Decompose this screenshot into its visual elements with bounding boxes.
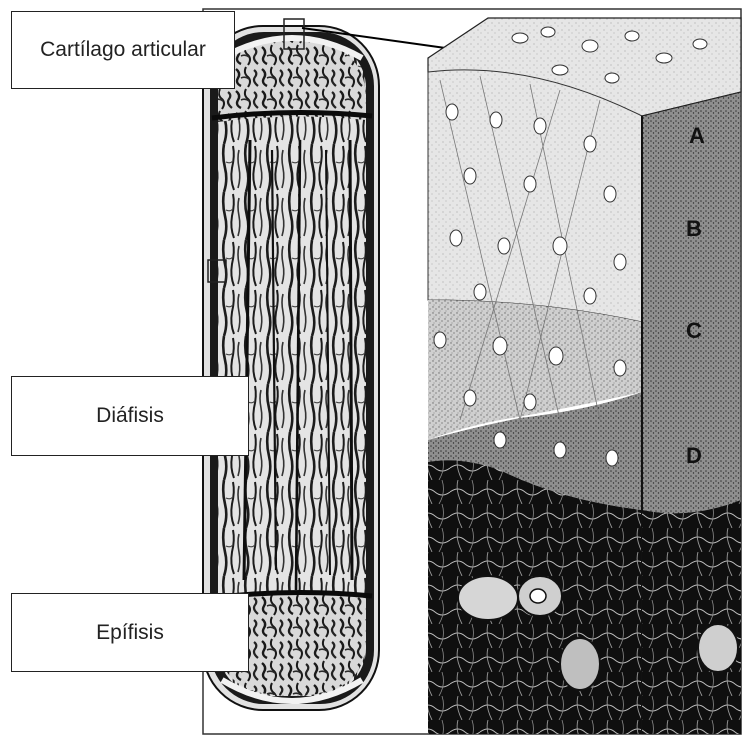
label-epifisis: Epífisis xyxy=(11,593,249,672)
zone-label-c: C xyxy=(686,318,702,344)
zone-label-d: D xyxy=(686,443,702,469)
label-cartilago-articular: Cartílago articular xyxy=(11,11,235,89)
zone-label-a: A xyxy=(689,123,705,149)
zone-label-b: B xyxy=(686,216,702,242)
label-diafisis: Diáfisis xyxy=(11,376,249,456)
